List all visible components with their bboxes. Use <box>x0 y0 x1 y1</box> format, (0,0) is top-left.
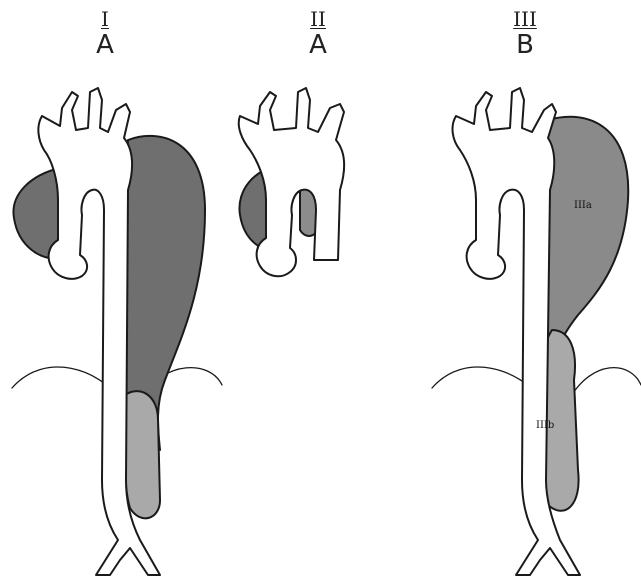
panel-1-lower-dissection <box>124 391 160 518</box>
panel-3-label-IIIb: IIIb <box>536 420 554 431</box>
panel-1-illustration <box>12 88 222 575</box>
panel-3-illustration <box>432 88 641 575</box>
panel-2-illustration <box>239 88 344 276</box>
panel-3-label-IIIa: IIIa <box>574 200 592 211</box>
